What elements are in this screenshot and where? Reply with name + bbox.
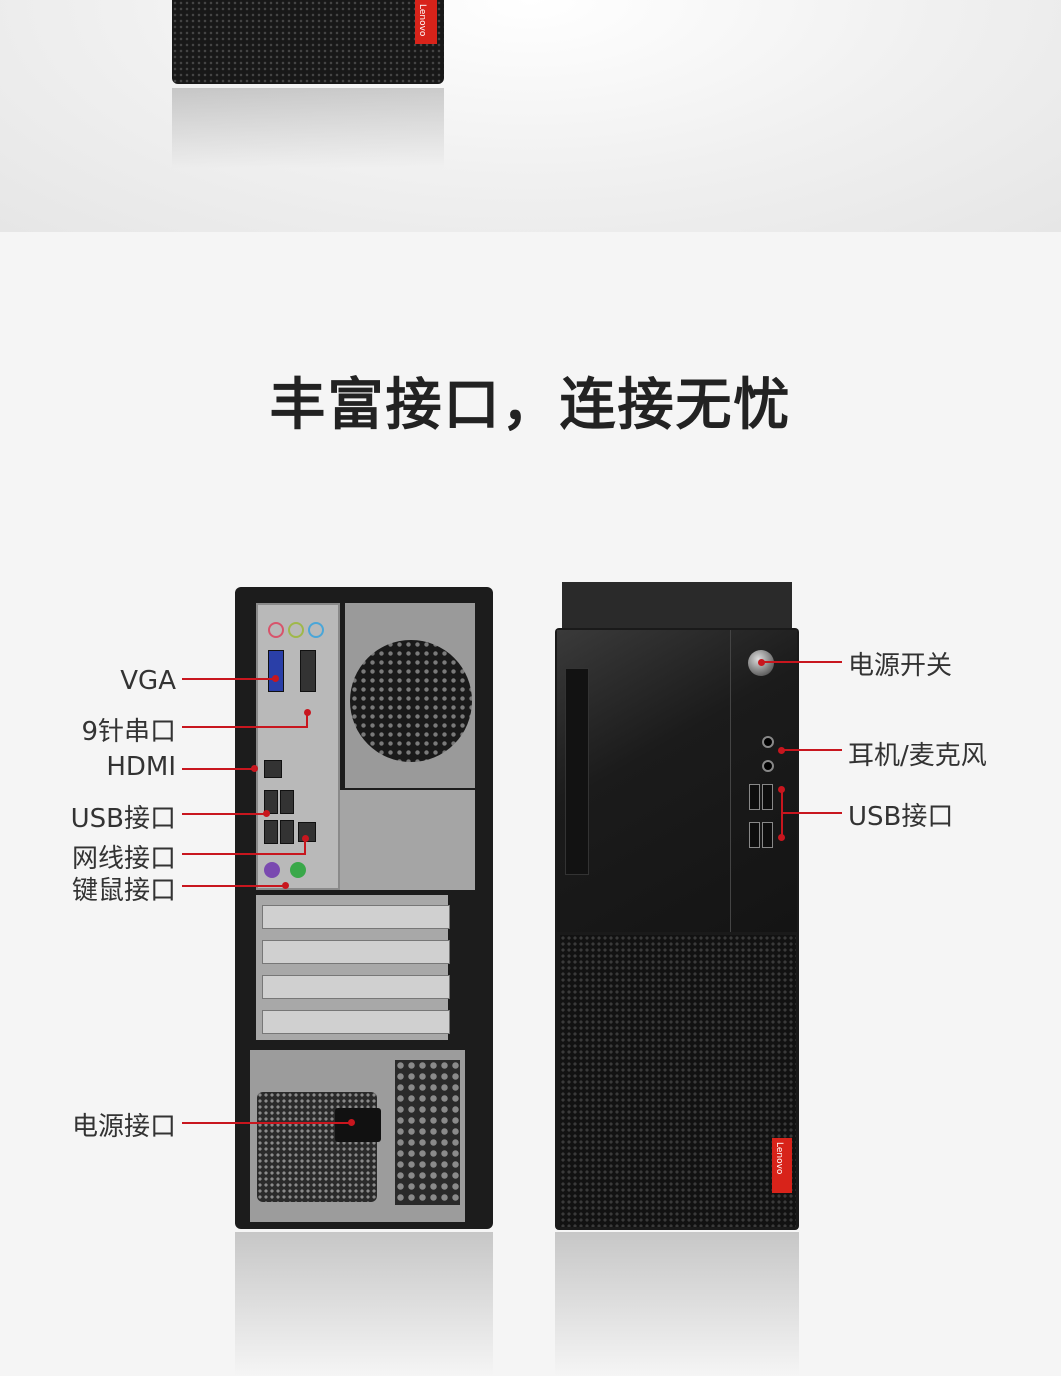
leader-dot: [778, 786, 785, 793]
leader-dot: [302, 835, 309, 842]
front-bezel: [557, 630, 797, 932]
leader-line: [182, 885, 286, 887]
leader-line: [182, 678, 274, 680]
leader-dot: [304, 709, 311, 716]
rear-label-hdmi: HDMI: [106, 752, 176, 782]
usb-port: [264, 820, 278, 844]
expansion-slot: [262, 1010, 450, 1034]
power-socket: [335, 1108, 381, 1142]
hero-banner: [0, 0, 1061, 232]
front-top-handle: [562, 582, 792, 632]
leader-dot: [251, 765, 258, 772]
leader-line: [782, 749, 842, 751]
brand-badge: Lenovo: [772, 1138, 792, 1193]
front-usb-port: [749, 822, 760, 848]
usb-port: [264, 790, 278, 814]
vga-port: [268, 650, 284, 692]
audio-jack-green: [288, 622, 304, 638]
leader-line: [182, 726, 308, 728]
leader-line: [182, 768, 254, 770]
rear-mid-plate: [340, 790, 475, 890]
expansion-slot: [262, 975, 450, 999]
front-usb-port: [749, 784, 760, 810]
leader-dot: [348, 1119, 355, 1126]
optical-drive: [565, 668, 589, 875]
front-label-audio: 耳机/麦克风: [848, 741, 987, 771]
front-reflection: [555, 1232, 799, 1376]
front-label-usb: USB接口: [848, 802, 954, 832]
front-label-power-switch: 电源开关: [848, 651, 953, 681]
front-divider: [730, 630, 731, 932]
ports-section: [0, 232, 1061, 1376]
serial-port: [300, 650, 316, 692]
leader-line: [762, 661, 842, 663]
leader-dot: [778, 747, 785, 754]
audio-jack-pink: [268, 622, 284, 638]
rear-label-power: 电源接口: [71, 1112, 176, 1142]
hero-tower-reflection: [172, 88, 444, 168]
usb-port: [280, 820, 294, 844]
usb-port: [280, 790, 294, 814]
leader-dot: [263, 810, 270, 817]
mic-jack: [762, 760, 774, 772]
rear-reflection: [235, 1232, 493, 1376]
leader-line: [306, 712, 308, 728]
rear-label-ps2: 键鼠接口: [71, 876, 176, 906]
hdmi-port: [264, 760, 282, 778]
leader-dot: [758, 659, 765, 666]
rear-label-usb: USB接口: [70, 804, 176, 834]
headphone-jack: [762, 736, 774, 748]
leader-line: [182, 853, 306, 855]
rear-io-panel: [256, 603, 340, 890]
ps2-mouse-port: [290, 862, 306, 878]
ps2-keyboard-port: [264, 862, 280, 878]
audio-jack-blue: [308, 622, 324, 638]
section-title: 丰富接口，连接无忧: [269, 373, 792, 438]
hero-brand-badge: Lenovo: [415, 0, 437, 44]
leader-line: [781, 790, 783, 838]
leader-line: [182, 813, 266, 815]
expansion-slot: [262, 905, 450, 929]
leader-dot: [272, 675, 279, 682]
leader-line: [782, 812, 842, 814]
leader-dot: [282, 882, 289, 889]
front-usb-port: [762, 822, 773, 848]
expansion-slot: [262, 940, 450, 964]
rear-label-serial: 9针串口: [81, 717, 176, 747]
leader-line: [182, 1122, 352, 1124]
hero-brand-logo: Lenovo: [417, 4, 427, 37]
leader-line: [304, 838, 306, 855]
rear-label-ethernet: 网线接口: [71, 844, 176, 874]
psu-side-grill: [395, 1060, 460, 1205]
rear-fan-grill: [350, 640, 472, 762]
front-grill: [560, 935, 796, 1227]
hero-tower-image: [172, 0, 444, 84]
brand-badge-text: Lenovo: [774, 1142, 784, 1175]
rear-label-vga: VGA: [120, 666, 176, 696]
front-usb-port: [762, 784, 773, 810]
